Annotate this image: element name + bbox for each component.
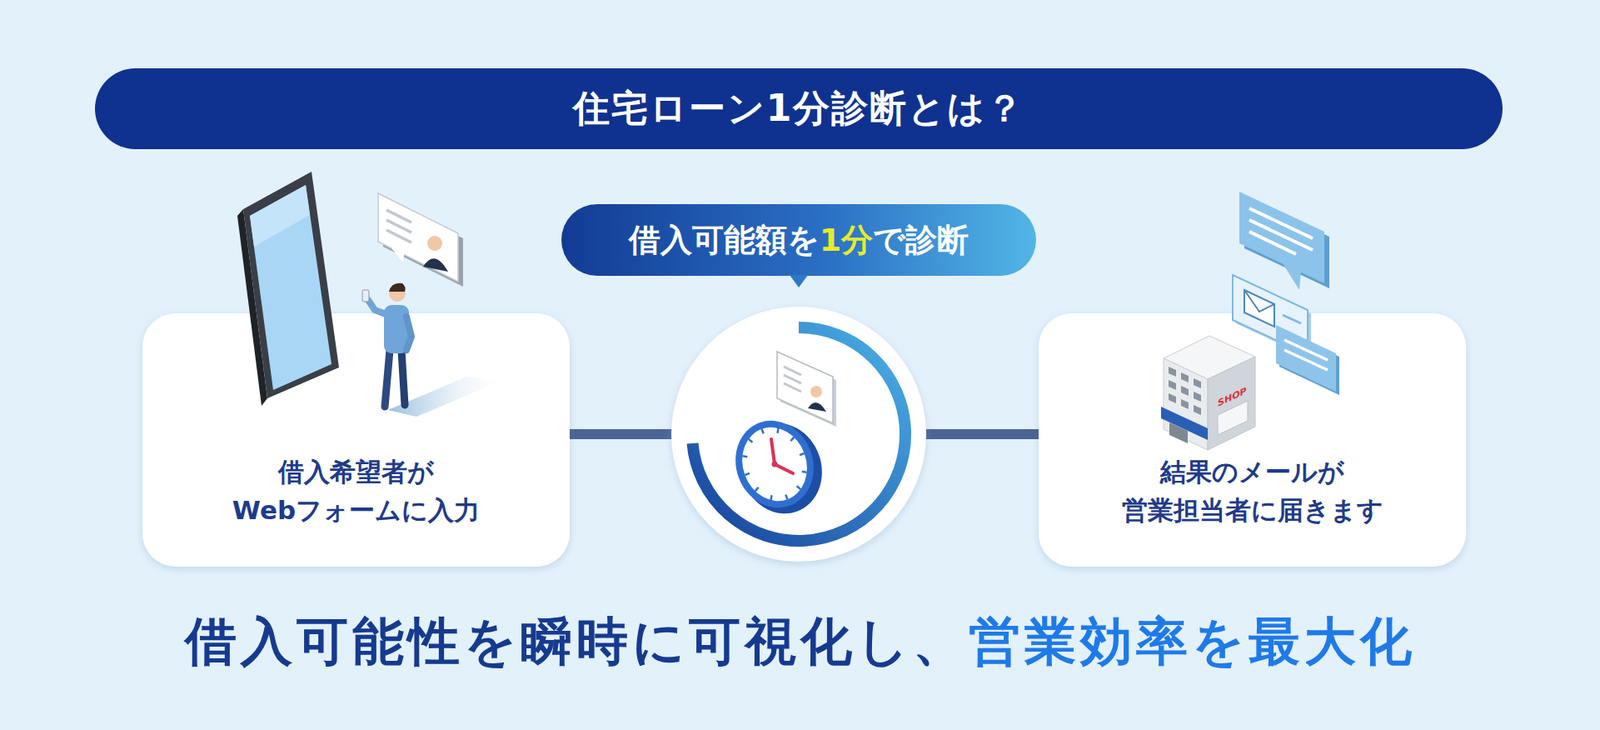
bubble-pointer <box>789 274 808 288</box>
id-card-icon-part <box>777 351 833 424</box>
clock-circle <box>671 306 927 562</box>
clock-icon-part-part <box>762 428 764 434</box>
person-figure-part <box>362 289 369 302</box>
person-figure-part <box>401 349 405 405</box>
id-card-icon-part <box>783 374 802 384</box>
chat-bubbles-part <box>1284 339 1328 360</box>
shop-building-part-part <box>1168 393 1177 404</box>
shop-building-part-part <box>1168 379 1177 390</box>
id-card-icon-part <box>807 402 827 412</box>
clock-icon-part <box>723 408 827 519</box>
clock-icon-part-part <box>755 487 759 492</box>
box-shape <box>1038 313 1466 567</box>
node-fill <box>1038 313 1466 567</box>
id-card-icon <box>777 351 837 427</box>
smartphone-part <box>243 171 339 399</box>
box-shape <box>142 313 570 567</box>
chat-bubbles-part <box>1284 349 1328 370</box>
clock-icon-part-part <box>770 494 772 500</box>
clock-icon-part <box>742 428 807 500</box>
clock-icon-part-part <box>797 485 802 489</box>
step-box: 結果のメールが 営業担当者に届きます <box>1038 313 1466 567</box>
profile-card-icon-part <box>391 247 405 263</box>
shop-building-part-part <box>1193 378 1202 389</box>
bubble-shape <box>561 204 1037 276</box>
clock-icon-part-part <box>785 494 788 500</box>
profile-card-icon-part <box>386 229 412 243</box>
shop-building-part-part <box>1193 391 1202 402</box>
step-box: 借入希望者が Webフォームに入力 <box>142 313 570 567</box>
clock-icon-part-part <box>777 428 778 434</box>
clock-icon-part <box>732 418 818 511</box>
person-figure-part <box>406 316 412 350</box>
tagline-text: 借入可能性を瞬時に可視化し、 <box>184 610 969 672</box>
shop-building <box>1161 335 1256 450</box>
clock-circle-part <box>692 327 907 541</box>
chat-bubbles-part <box>1239 191 1325 284</box>
profile-card-icon-part <box>427 235 443 251</box>
chat-bubbles-part <box>1244 289 1275 312</box>
clock-icon-part <box>772 461 778 468</box>
clock-icon-part-part <box>744 473 750 475</box>
shop-building-part-part <box>1168 366 1177 377</box>
shop-building-part-part <box>1181 385 1189 396</box>
smartphone-part <box>249 184 332 390</box>
chat-bubbles-part <box>1276 324 1336 392</box>
node-text: 借入希望者が Webフォームに入力 <box>198 452 515 529</box>
smartphone-part <box>249 184 310 247</box>
chat-bubbles-part <box>1282 314 1301 324</box>
clock-icon-part-part <box>799 453 805 455</box>
node-fill <box>561 204 1037 288</box>
id-card-icon-part <box>810 385 823 398</box>
shop-building-part-part <box>1181 398 1189 409</box>
profile-card-icon <box>378 193 464 287</box>
person-figure <box>362 283 500 417</box>
profile-card-icon-part <box>378 193 459 282</box>
callout-bubble: 借入可能額を1分で診断 <box>561 204 1037 276</box>
node-fill <box>142 313 570 567</box>
node-text: 借入可能額を <box>628 219 820 262</box>
node-text: 1分 <box>819 219 873 262</box>
title-band: 住宅ローン1分診断とは？ <box>94 68 1503 150</box>
node-text: 結果のメールが 営業担当者に届きます <box>1094 452 1411 529</box>
shop-building-part <box>1207 356 1256 450</box>
shop-building-part-part <box>1181 372 1189 383</box>
clock-icon-part-part <box>748 438 753 443</box>
title-text: 住宅ローン1分診断とは？ <box>573 84 1026 134</box>
chat-bubbles-part <box>1282 263 1301 290</box>
chat-bubbles-part <box>1249 231 1296 255</box>
profile-card-icon-part <box>423 258 449 272</box>
clock-icon-part-part <box>802 471 808 473</box>
person-figure-part <box>368 299 389 315</box>
id-card-icon-part <box>783 366 802 375</box>
smartphone <box>237 171 339 406</box>
clock-icon-part <box>774 463 793 474</box>
shop-building-part-part <box>1193 404 1202 415</box>
person-figure-part <box>388 283 406 292</box>
clock-icon-part-part <box>742 455 748 457</box>
person-figure-part <box>384 349 390 407</box>
clock-icon <box>723 408 835 525</box>
tagline: 借入可能性を瞬時に可視化し、営業効率を最大化 <box>0 608 1600 675</box>
shop-building-part <box>1169 422 1188 444</box>
clock-icon-part <box>771 438 775 464</box>
clock-circle-part <box>671 306 927 562</box>
tagline-accent-text: 営業効率を最大化 <box>968 610 1416 672</box>
chat-bubbles-part <box>1244 289 1275 327</box>
shop-building-part <box>1168 366 1202 415</box>
id-card-icon-part <box>783 383 802 392</box>
clock-icon-part-part <box>790 437 794 442</box>
node-text: で診断 <box>872 219 969 262</box>
